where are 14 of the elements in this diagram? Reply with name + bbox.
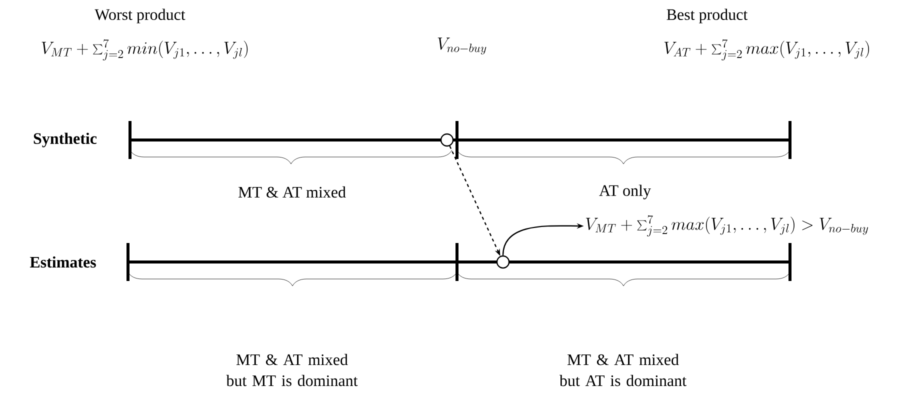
brace-label: MT & AT mixed but AT is dominant [559, 354, 686, 386]
caption-text: Best product [666, 8, 748, 24]
caption-text: Worst product [94, 8, 186, 24]
formula: $V_{MT}+\sum\nolimits_{j=2}^{7} min(V_{j1},\dots,V_{jl})$ [42, 39, 248, 60]
formula: $V_{AT}+\sum\nolimits_{j=2}^{7} max(V_{j1},\dots,V_{jl})$ [664, 39, 869, 60]
formula: $V_{MT}+\sum\nolimits_{j=2}^{7} max(V_{j1},\dots,V_{jl}) > V_{no-buy}$ [586, 215, 868, 236]
point-marker [440, 133, 454, 147]
brace-label: MT & AT mixed [238, 186, 346, 198]
row-label: Estimates [30, 256, 96, 268]
brace-label: AT only [599, 184, 651, 200]
brace-label: MT & AT mixed but MT is dominant [226, 354, 358, 386]
formula: $V_{no-buy}$ [438, 38, 486, 54]
row-label: Synthetic [34, 132, 97, 148]
point-marker [496, 255, 510, 269]
